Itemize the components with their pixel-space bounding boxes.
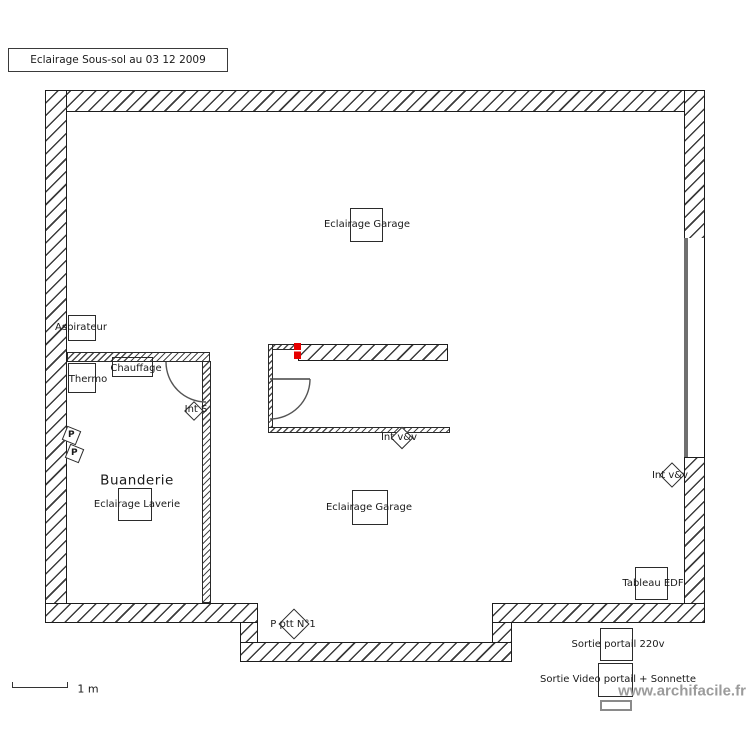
- plan-title: Eclairage Sous-sol au 03 12 2009: [30, 54, 206, 66]
- device-symbol-chauffage[interactable]: [112, 357, 153, 377]
- device-symbol-thermo[interactable]: [68, 363, 96, 393]
- device-symbol-aspirateur[interactable]: [68, 315, 96, 341]
- label-chauffage: Chauffage: [110, 363, 162, 374]
- red-marker[interactable]: [294, 343, 301, 359]
- plan-title-box: Eclairage Sous-sol au 03 12 2009: [8, 48, 228, 72]
- device-symbol-extra[interactable]: [600, 700, 632, 711]
- light-symbol-garage-bottom[interactable]: [352, 490, 388, 525]
- scale-tick-right: [67, 682, 69, 688]
- label-p-ptt: P ptt N°1: [270, 619, 316, 630]
- label-tableau-edf: Tableau EDF: [622, 578, 684, 589]
- watermark: www.archifacile.fr: [618, 682, 746, 700]
- device-symbol-sortie-portail[interactable]: [600, 628, 633, 661]
- wall-bump-bottom[interactable]: [240, 642, 512, 662]
- label-buanderie: Buanderie: [100, 472, 174, 489]
- wall-bottom-right[interactable]: [492, 603, 705, 623]
- label-int-vv-right: Int v&v: [651, 470, 689, 481]
- label-eclairage-laverie: Eclairage Laverie: [93, 499, 181, 510]
- socket-p1-letter: P: [68, 429, 75, 440]
- scale-tick-left: [12, 682, 14, 688]
- wall-bottom-left[interactable]: [45, 603, 258, 623]
- light-symbol-laverie[interactable]: [118, 488, 152, 521]
- wall-laundry-vertical[interactable]: [202, 361, 211, 603]
- scale-bar: [12, 687, 68, 689]
- label-aspirateur: Aspirateur: [55, 322, 107, 333]
- door-arc-cellar[interactable]: [269, 378, 311, 420]
- garage-window[interactable]: [684, 238, 705, 458]
- label-eclairage-garage-top: Eclairage Garage: [323, 219, 411, 230]
- device-symbol-sortie-video[interactable]: [598, 663, 633, 697]
- label-int-s: Int S: [184, 404, 208, 415]
- label-sortie-portail: Sortie portail 220v: [571, 639, 665, 650]
- light-symbol-garage-top[interactable]: [350, 208, 383, 242]
- label-sortie-video: Sortie Video portail + Sonnette: [539, 674, 697, 685]
- scale-label: 1 m: [77, 682, 99, 696]
- label-eclairage-garage-bottom: Eclairage Garage: [325, 502, 413, 513]
- door-arc-laundry[interactable]: [165, 361, 207, 403]
- device-symbol-tableau-edf[interactable]: [635, 567, 668, 600]
- label-int-vv-mid: Int v&v: [380, 432, 418, 443]
- socket-p2-letter: P: [71, 447, 78, 458]
- label-thermo: Thermo: [68, 374, 108, 385]
- wall-cellar-bottom[interactable]: [268, 427, 450, 433]
